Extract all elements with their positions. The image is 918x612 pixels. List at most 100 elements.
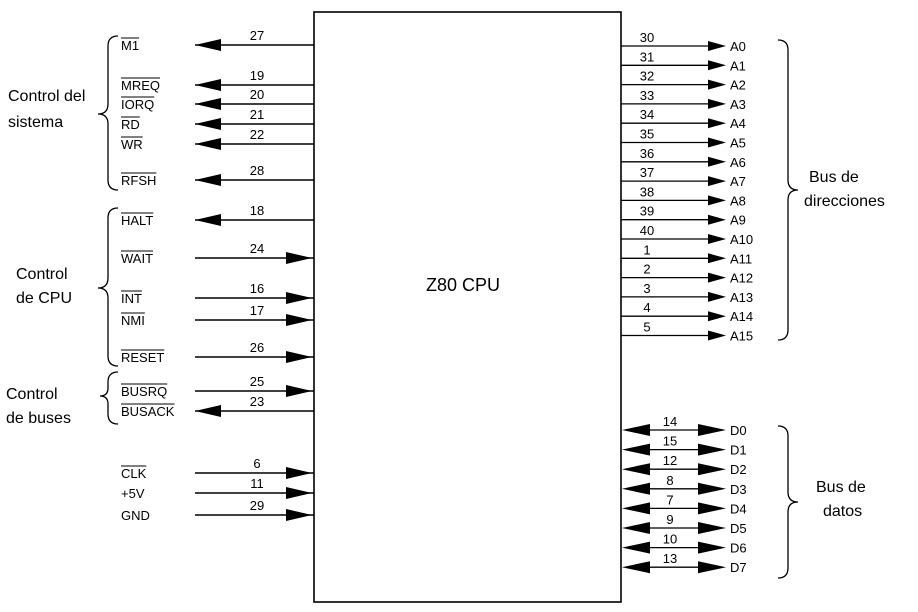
data-pin-d6: 10 bbox=[663, 532, 677, 547]
addr-label-a13: A13 bbox=[730, 290, 753, 305]
data-arrow-right-d5 bbox=[698, 522, 726, 534]
group-buses-line1: Control bbox=[6, 386, 58, 403]
addr-arrow-a7 bbox=[708, 176, 726, 187]
addr-pin-a14: 4 bbox=[643, 300, 650, 315]
pin-number-gnd: 29 bbox=[250, 498, 264, 513]
brace-system bbox=[97, 35, 119, 191]
pin-number-wr: 22 bbox=[250, 127, 264, 142]
data-arrow-right-d0 bbox=[698, 424, 726, 436]
pin-number-mreq: 19 bbox=[250, 68, 264, 83]
pin-number-nmi: 17 bbox=[250, 303, 264, 318]
data-label-d6: D6 bbox=[730, 541, 747, 556]
signal-label-gnd: GND bbox=[121, 508, 150, 523]
data-pin-d0: 14 bbox=[663, 414, 677, 429]
data-arrow-left-d6 bbox=[622, 541, 650, 554]
data-arrow-left-d5 bbox=[622, 522, 650, 534]
brace-address bbox=[777, 39, 799, 341]
addr-arrow-a5 bbox=[708, 137, 726, 148]
addr-pin-a4: 34 bbox=[640, 107, 654, 122]
data-arrow-right-d6 bbox=[698, 541, 726, 554]
arrow-in-5v bbox=[286, 487, 312, 499]
signal-label-busack: BUSACK bbox=[121, 404, 175, 419]
addr-pin-a15: 5 bbox=[643, 320, 650, 335]
pin-number-halt: 18 bbox=[250, 203, 264, 218]
brace-cpu bbox=[97, 207, 119, 367]
cpu-box bbox=[313, 11, 622, 603]
addr-label-a0: A0 bbox=[730, 39, 746, 54]
signal-label-nmi: NMI bbox=[121, 313, 145, 328]
group-cpu-line1: Control bbox=[16, 266, 68, 283]
data-label-d7: D7 bbox=[730, 560, 747, 575]
data-arrow-left-d2 bbox=[622, 463, 650, 476]
addr-pin-a1: 31 bbox=[640, 49, 654, 64]
signal-label-5v: +5V bbox=[121, 486, 145, 501]
arrow-in-gnd bbox=[286, 509, 312, 521]
addr-arrow-a1 bbox=[708, 60, 726, 71]
data-arrow-left-d1 bbox=[622, 443, 650, 456]
signal-label-m1: M1 bbox=[121, 38, 139, 53]
signal-label-reset: RESET bbox=[121, 350, 164, 365]
addr-pin-a5: 35 bbox=[640, 127, 654, 142]
addr-label-a7: A7 bbox=[730, 174, 746, 189]
pin-number-rfsh: 28 bbox=[250, 163, 264, 178]
group-data-line2: datos bbox=[823, 503, 862, 520]
addr-pin-a11: 1 bbox=[643, 242, 650, 257]
addr-arrow-a15 bbox=[708, 330, 726, 341]
arrow-out-iorq bbox=[195, 98, 221, 110]
signal-label-rfsh: RFSH bbox=[121, 173, 156, 188]
data-pin-d4: 7 bbox=[666, 492, 673, 507]
pin-number-clk: 6 bbox=[253, 456, 260, 471]
signal-label-busrq: BUSRQ bbox=[121, 384, 167, 399]
addr-arrow-a14 bbox=[708, 311, 726, 322]
arrow-out-rfsh bbox=[195, 174, 221, 186]
pin-number-busrq: 25 bbox=[250, 374, 264, 389]
pin-number-m1: 27 bbox=[250, 28, 264, 43]
data-arrow-right-d4 bbox=[698, 502, 726, 515]
addr-arrow-a4 bbox=[708, 118, 726, 129]
addr-pin-a7: 37 bbox=[640, 165, 654, 180]
data-arrow-left-d7 bbox=[622, 561, 650, 574]
addr-arrow-a0 bbox=[708, 41, 726, 51]
addr-label-a8: A8 bbox=[730, 193, 746, 208]
left-signal-group: 27M119MREQ20IORQ21RD22WR28RFSH18HALT24WA… bbox=[121, 28, 314, 523]
addr-arrow-a8 bbox=[708, 195, 726, 206]
signal-label-halt: HALT bbox=[121, 213, 153, 228]
addr-label-a4: A4 bbox=[730, 116, 746, 131]
addr-pin-a9: 39 bbox=[640, 204, 654, 219]
addr-label-a3: A3 bbox=[730, 97, 746, 112]
addr-arrow-a10 bbox=[708, 234, 726, 244]
data-label-d0: D0 bbox=[730, 423, 747, 438]
data-pin-d5: 9 bbox=[666, 512, 673, 527]
data-arrow-right-d2 bbox=[698, 463, 726, 476]
addr-arrow-a2 bbox=[708, 79, 726, 90]
pin-number-iorq: 20 bbox=[250, 87, 264, 102]
signal-label-mreq: MREQ bbox=[121, 78, 160, 93]
pin-number-5v: 11 bbox=[250, 476, 264, 491]
signal-label-int: INT bbox=[121, 291, 142, 306]
addr-label-a15: A15 bbox=[730, 329, 753, 344]
group-buses-line2: de buses bbox=[6, 410, 71, 427]
addr-pin-a10: 40 bbox=[640, 223, 654, 238]
pin-number-wait: 24 bbox=[250, 241, 264, 256]
arrow-in-reset bbox=[286, 351, 312, 363]
cpu-label: Z80 CPU bbox=[426, 275, 500, 295]
addr-arrow-a9 bbox=[708, 214, 726, 225]
data-pin-d3: 8 bbox=[666, 473, 673, 488]
data-label-d3: D3 bbox=[730, 482, 747, 497]
addr-arrow-a13 bbox=[708, 291, 726, 302]
group-address-line1: Bus de bbox=[809, 169, 859, 186]
signal-label-rd: RD bbox=[121, 117, 140, 132]
addr-pin-a0: 30 bbox=[640, 30, 654, 45]
data-label-d2: D2 bbox=[730, 462, 747, 477]
group-cpu-line2: de CPU bbox=[16, 290, 72, 307]
addr-label-a6: A6 bbox=[730, 155, 746, 170]
arrow-out-halt bbox=[195, 214, 221, 226]
pin-number-reset: 26 bbox=[250, 340, 264, 355]
data-label-d5: D5 bbox=[730, 521, 747, 536]
pin-number-int: 16 bbox=[250, 281, 264, 296]
data-label-d1: D1 bbox=[730, 443, 747, 458]
arrow-out-rd bbox=[195, 118, 221, 130]
group-system-line1: Control del bbox=[8, 88, 85, 105]
brace-data bbox=[777, 425, 799, 579]
